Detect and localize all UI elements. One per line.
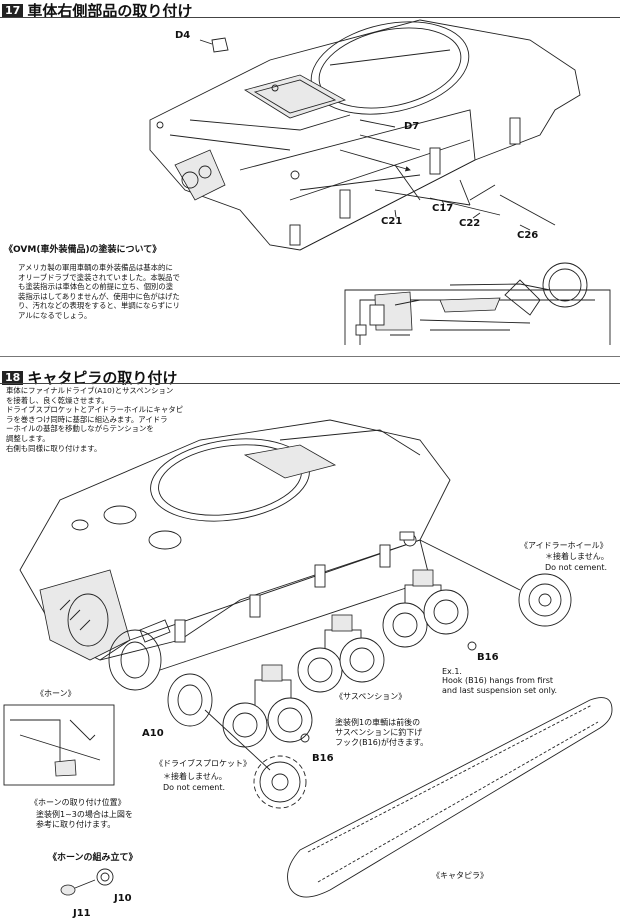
sprocket-note-en: Do not cement. [163, 783, 226, 792]
sprocket-note-jp: ＊接着しません。 [163, 772, 227, 781]
ovm-text: アメリカ製の軍用車輌の車外装備品は基本的に オリーブドラブで塗装されていました。… [18, 263, 180, 320]
part-label-c22: C22 [459, 218, 481, 229]
step17-title: 車体右側部品の取り付け [27, 2, 193, 20]
ovm-heading: 《OVM(車外装備品)の塗装について》 [4, 245, 162, 255]
horn-position-text: 塗装例1~3の場合は上図を 参考に取り付けます。 [36, 810, 133, 829]
step18-title: キャタピラの取り付け [27, 369, 178, 387]
step17-rule [0, 17, 620, 18]
track-heading: 《キャタピラ》 [432, 871, 488, 880]
part-label-c17: C17 [432, 203, 454, 214]
b16-label: B16 [477, 652, 499, 663]
part-label-d7: D7 [404, 121, 420, 132]
j10-label: J10 [114, 893, 132, 904]
a10-label: A10 [142, 728, 164, 739]
step17-header: 17 車体右側部品の取り付け [2, 0, 192, 21]
j11-label: J11 [73, 908, 91, 919]
suspension-unit-1 [222, 664, 313, 748]
part-label-c21: C21 [381, 216, 403, 227]
sprocket-heading: 《ドライブスプロケット》 [155, 759, 251, 768]
example-text: Hook (B16) hangs from first and last sus… [442, 676, 558, 695]
step18-number: 18 [2, 370, 24, 385]
horn-assembly-heading: 《ホーンの組み立て》 [48, 853, 138, 863]
horn-position-heading: 《ホーンの取り付け位置》 [30, 798, 126, 807]
step17-number: 17 [2, 3, 24, 18]
idler-note-jp: ＊接着しません。 [545, 552, 609, 561]
suspension-unit-2 [297, 614, 385, 693]
section-divider [0, 356, 620, 357]
step18-intro-text: 車体にファイナルドライブ(A10)とサスペンション を接着し、良く乾燥させます。… [6, 386, 184, 453]
example-label: Ex.1. [442, 667, 462, 676]
idler-note-en: Do not cement. [545, 563, 608, 572]
step18-header: 18 キャタピラの取り付け [2, 367, 177, 388]
part-label-c26: C26 [517, 230, 539, 241]
idler-heading: 《アイドラーホイール》 [520, 541, 608, 550]
suspension-heading: 《サスペンション》 [335, 692, 407, 701]
step18-rule [0, 383, 620, 384]
ovm-detail-illustration [344, 262, 611, 345]
paint-example-note: 塗装例1の車輌は前後の サスペンションに釣下げ フック(B16)が付きます。 [335, 718, 429, 747]
b16-label-2: B16 [312, 753, 334, 764]
horn-heading: 《ホーン》 [36, 689, 76, 698]
step17-hull-illustration [149, 19, 581, 251]
suspension-unit-3 [382, 569, 469, 648]
part-label-d4: D4 [175, 30, 191, 41]
